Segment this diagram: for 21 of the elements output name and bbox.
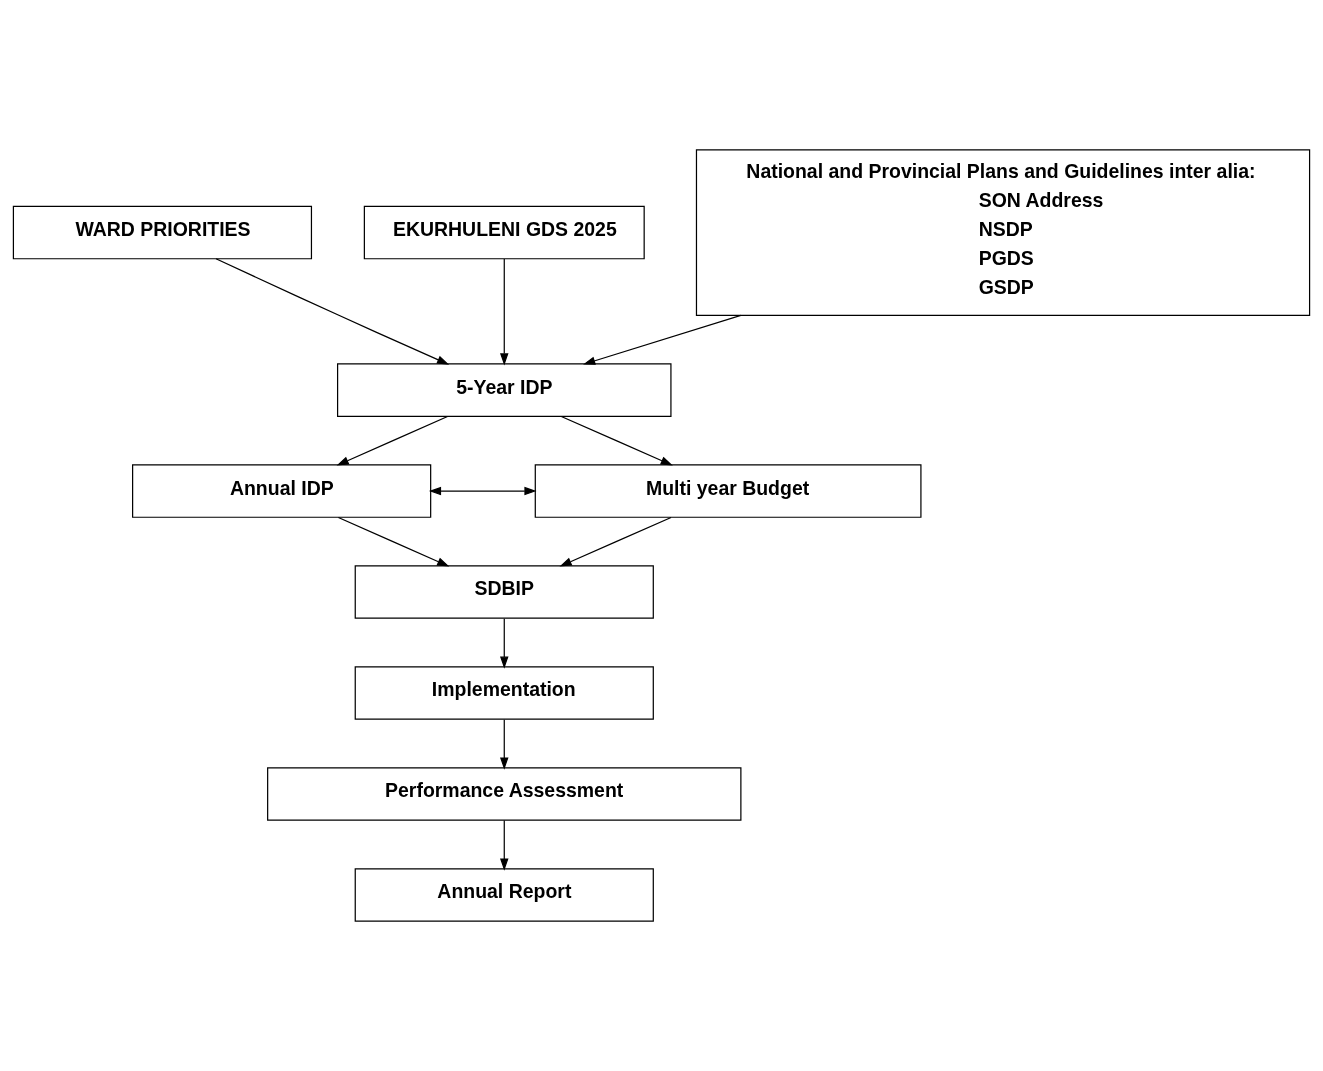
node-box: Performance Assessment: [267, 767, 742, 821]
arrow: [583, 314, 742, 365]
node-box: Implementation: [354, 666, 654, 720]
arrow: [500, 258, 509, 366]
node-box: National and Provincial Plans and Guidelines inter alia: SON Address NSDP PGDS GSDP: [695, 149, 1311, 316]
node-box: WARD PRIORITIES: [12, 205, 313, 260]
arrow: [560, 415, 673, 466]
arrow: [215, 258, 450, 365]
arrow: [500, 820, 509, 871]
node-box: 5-Year IDP: [337, 363, 672, 417]
node-box: EKURHULENI GDS 2025: [363, 205, 645, 260]
arrow: [336, 415, 449, 466]
node-box: SDBIP: [354, 565, 654, 619]
arrow: [428, 486, 537, 496]
arrow: [559, 516, 672, 567]
arrow: [500, 618, 509, 669]
node-box: Annual IDP: [132, 464, 432, 518]
node-box: Multi year Budget: [534, 464, 922, 518]
node-box: Annual Report: [354, 868, 654, 922]
arrow: [337, 516, 450, 567]
arrow: [500, 719, 509, 770]
